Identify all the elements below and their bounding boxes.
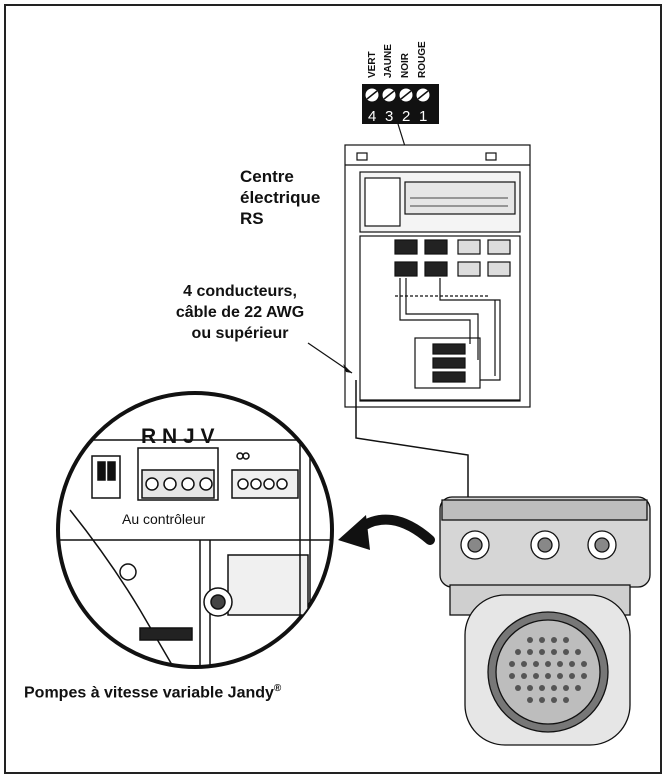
wire-label-jaune: JAUNE bbox=[383, 44, 394, 78]
pompes-caption: Pompes à vitesse variable Jandy® bbox=[24, 683, 282, 702]
wire-label-vert: VERT bbox=[367, 51, 378, 78]
terminal-number-4: 4 bbox=[368, 108, 376, 125]
load-centre bbox=[344, 144, 531, 408]
centre-electrique-label: Centre électrique RS bbox=[240, 167, 321, 228]
rnjv-label: R N J V bbox=[141, 425, 215, 448]
wire-label-noir: NOIR bbox=[400, 52, 411, 78]
conducteurs-label: 4 conducteurs, câble de 22 AWG ou supéri… bbox=[175, 283, 305, 342]
terminal-block: VERT JAUNE NOIR ROUGE 4 3 2 1 bbox=[362, 41, 439, 173]
wire-label-rouge: ROUGE bbox=[417, 41, 428, 78]
pump bbox=[439, 496, 651, 746]
cable bbox=[355, 380, 469, 510]
terminal-number-1: 1 bbox=[419, 108, 427, 125]
terminal-number-3: 3 bbox=[385, 108, 393, 125]
au-controleur-label: Au contrôleur bbox=[122, 511, 206, 527]
zoom-view: R N J V Au contrôleur bbox=[56, 391, 334, 669]
terminal-number-2: 2 bbox=[402, 108, 410, 125]
